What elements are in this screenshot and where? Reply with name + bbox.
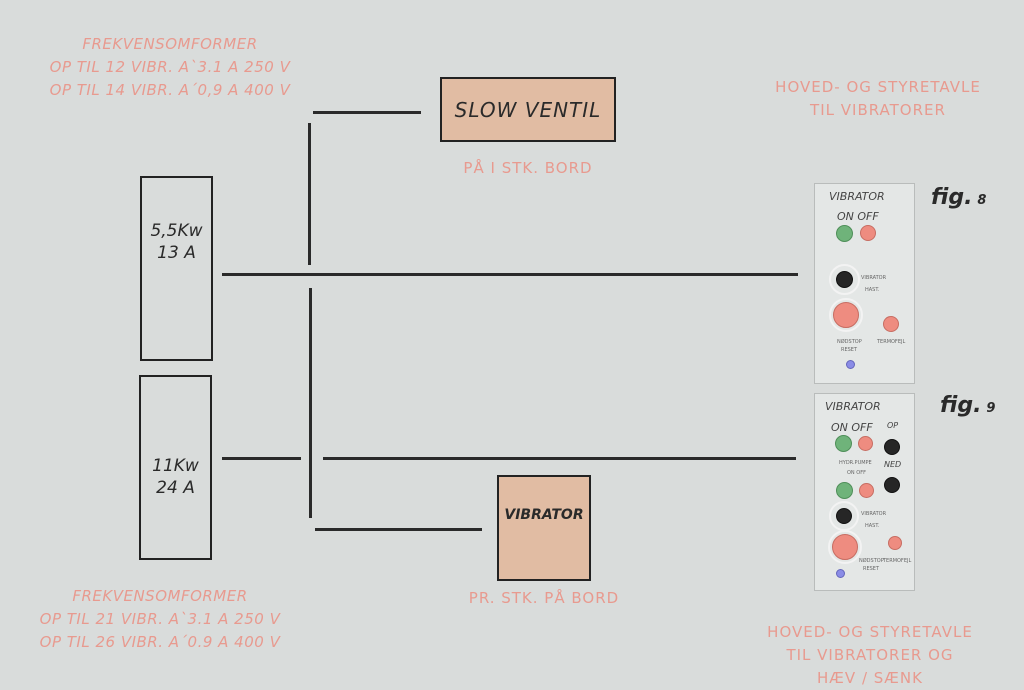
panel9-stop-label-1: NØDSTOP <box>859 558 884 564</box>
note-top-right-line-2: TIL VIBRATORER <box>810 101 946 119</box>
motor-11kw-current: 24 A <box>156 478 195 498</box>
panel9-knob-label-2: HAST. <box>865 523 880 529</box>
panel8-emergency-stop-button[interactable] <box>833 302 859 328</box>
figure-9-text: fig. <box>940 393 982 418</box>
panel9-knob-label-1: VIBRATOR <box>861 511 887 517</box>
panel9-stop-label-2: RESET <box>863 566 880 572</box>
motor-box-5-5kw-labels: 5,5Kw 13 A <box>142 220 211 264</box>
note-bottom-left-line-1: FREKVENSOMFORMER <box>72 587 248 605</box>
note-bottom-left: FREKVENSOMFORMER OP TIL 21 VIBR. A`3.1 A… <box>10 585 310 654</box>
figure-8-label: fig. 8 <box>931 185 986 210</box>
panel8-knob-label-1: VIBRATOR <box>861 275 887 281</box>
note-top-right-line-1: HOVED- OG STYRETAVLE <box>775 78 981 96</box>
note-bottom-right: HOVED- OG STYRETAVLE TIL VIBRATORER OG H… <box>752 621 988 690</box>
note-top-left: FREKVENSOMFORMER OP TIL 12 VIBR. A`3.1 A… <box>20 33 320 102</box>
motor-box-11kw-labels: 11Kw 24 A <box>141 455 210 499</box>
note-bottom-left-line-3: OP TIL 26 VIBR. A´0.9 A 400 V <box>39 633 281 651</box>
panel9-pump-off-button[interactable] <box>859 483 874 498</box>
wire-vertical-upper <box>308 123 311 265</box>
note-bottom-right-line-3: HÆV / SÆNK <box>817 669 923 687</box>
slow-ventil-label: SLOW VENTIL <box>454 98 602 122</box>
wire-motor2-stub <box>222 457 301 460</box>
panel9-off-button[interactable] <box>858 436 873 451</box>
vibrator-box-label: VIBRATOR <box>504 507 584 523</box>
panel8-knob-ring <box>829 264 860 295</box>
wire-motor1-to-panel <box>222 273 798 276</box>
panel9-aux-label: TERMOFEJL <box>883 558 912 564</box>
wire-to-panel-fig9 <box>323 457 796 460</box>
panel8-aux-label: TERMOFEJL <box>877 339 906 345</box>
panel9-stop-ring <box>828 530 862 564</box>
motor-11kw-power: 11Kw <box>152 456 199 476</box>
wire-slow-ventil-feed <box>313 111 421 114</box>
vibrator-box: VIBRATOR <box>497 475 591 581</box>
panel9-emergency-stop-button[interactable] <box>832 534 858 560</box>
note-top-right: HOVED- OG STYRETAVLE TIL VIBRATORER <box>760 76 996 122</box>
panel8-stop-label-2: RESET <box>841 347 858 353</box>
panel8-stop-ring <box>829 298 863 332</box>
panel9-op: OP <box>887 421 899 430</box>
motor-box-5-5kw: 5,5Kw 13 A <box>140 176 213 361</box>
panel8-reset-led <box>846 360 855 369</box>
note-top-left-line-1: FREKVENSOMFORMER <box>82 35 258 53</box>
motor-5-5kw-current: 13 A <box>157 243 196 263</box>
panel9-title: VIBRATOR <box>825 400 881 413</box>
panel8-knob-label-2: HAST. <box>865 287 880 293</box>
figure-8-text: fig. <box>931 185 973 210</box>
panel9-pump-label-1: HYDR.PUMPE <box>839 460 872 466</box>
figure-9-label: fig. 9 <box>940 393 995 418</box>
panel8-title: VIBRATOR <box>829 190 885 203</box>
motor-5-5kw-power: 5,5Kw <box>150 221 203 241</box>
note-top-left-line-3: OP TIL 14 VIBR. A´0,9 A 400 V <box>49 81 291 99</box>
panel9-pump-on-button[interactable] <box>836 482 853 499</box>
panel9-reset-led <box>836 569 845 578</box>
panel9-termofejl-lamp <box>888 536 902 550</box>
panel9-op-button[interactable] <box>884 439 900 455</box>
wire-vibrator-feed <box>315 528 482 531</box>
note-bottom-right-line-1: HOVED- OG STYRETAVLE <box>767 623 973 641</box>
control-panel-fig9: VIBRATOR ON OFF OP HYDR.PUMPE ON OFF NED… <box>814 393 915 591</box>
panel8-termofejl-lamp <box>883 316 899 332</box>
vibrator-caption: PR. STK. PÅ BORD <box>468 589 620 607</box>
wire-vertical-lower <box>309 288 312 518</box>
panel9-speed-knob[interactable] <box>836 508 852 524</box>
panel9-on-off: ON OFF <box>831 421 873 434</box>
panel8-speed-knob[interactable] <box>836 271 853 288</box>
note-bottom-right-line-2: TIL VIBRATORER OG <box>786 646 954 664</box>
panel9-on-button[interactable] <box>835 435 852 452</box>
note-top-left-line-2: OP TIL 12 VIBR. A`3.1 A 250 V <box>49 58 291 76</box>
panel9-pump-label-2: ON OFF <box>847 470 866 476</box>
panel9-ned-button[interactable] <box>884 477 900 493</box>
panel8-on-button[interactable] <box>836 225 853 242</box>
panel8-on-off: ON OFF <box>837 210 879 223</box>
slow-ventil-box: SLOW VENTIL <box>440 77 616 142</box>
panel9-ned: NED <box>884 460 902 469</box>
panel8-off-button[interactable] <box>860 225 876 241</box>
figure-8-number: 8 <box>977 193 987 208</box>
motor-box-11kw: 11Kw 24 A <box>139 375 212 560</box>
note-bottom-left-line-2: OP TIL 21 VIBR. A`3.1 A 250 V <box>39 610 281 628</box>
figure-9-number: 9 <box>986 401 996 416</box>
slow-ventil-caption: PÅ I STK. BORD <box>463 159 593 177</box>
control-panel-fig8: VIBRATOR ON OFF VIBRATOR HAST. NØDSTOP R… <box>814 183 915 384</box>
panel8-stop-label-1: NØDSTOP <box>837 339 862 345</box>
